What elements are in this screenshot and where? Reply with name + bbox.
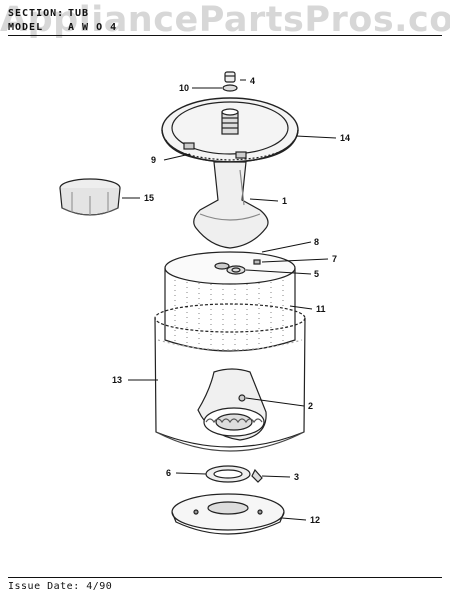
callout-11: 11	[316, 304, 326, 314]
callout-7: 7	[332, 254, 337, 264]
model-value: A W O 4	[68, 22, 118, 33]
callout-2: 2	[308, 401, 313, 411]
tub-bottom-cover-part	[171, 493, 285, 535]
spin-basket-part	[164, 251, 296, 352]
callout-8: 8	[314, 237, 319, 247]
callout-6: 6	[166, 468, 171, 478]
callout-13: 13	[112, 375, 122, 385]
section-value: TUB	[68, 8, 90, 19]
callout-9: 9	[151, 155, 156, 165]
callout-15: 15	[144, 193, 154, 203]
callout-4: 4	[250, 76, 255, 86]
model-label: MODEL	[8, 22, 44, 33]
agitator-cap-part	[222, 71, 238, 92]
tub-drain-boot-part	[197, 368, 267, 441]
footer-rule	[8, 577, 442, 578]
tub-ring-part	[205, 465, 251, 483]
section-label: SECTION:	[8, 8, 65, 19]
callout-1: 1	[282, 196, 287, 206]
callout-3: 3	[294, 472, 299, 482]
agitator-shaft-housing-part	[193, 161, 269, 249]
callout-14: 14	[340, 133, 350, 143]
issue-date: Issue Date: 4/90	[8, 581, 113, 592]
tub-fitting-part	[251, 468, 263, 483]
drive-hub-part	[221, 108, 239, 135]
callout-5: 5	[314, 269, 319, 279]
callout-12: 12	[310, 515, 320, 525]
header-rule	[8, 35, 442, 36]
filter-cap-part	[59, 178, 121, 216]
callout-10: 10	[179, 83, 189, 93]
outer-tub-part	[154, 303, 306, 452]
